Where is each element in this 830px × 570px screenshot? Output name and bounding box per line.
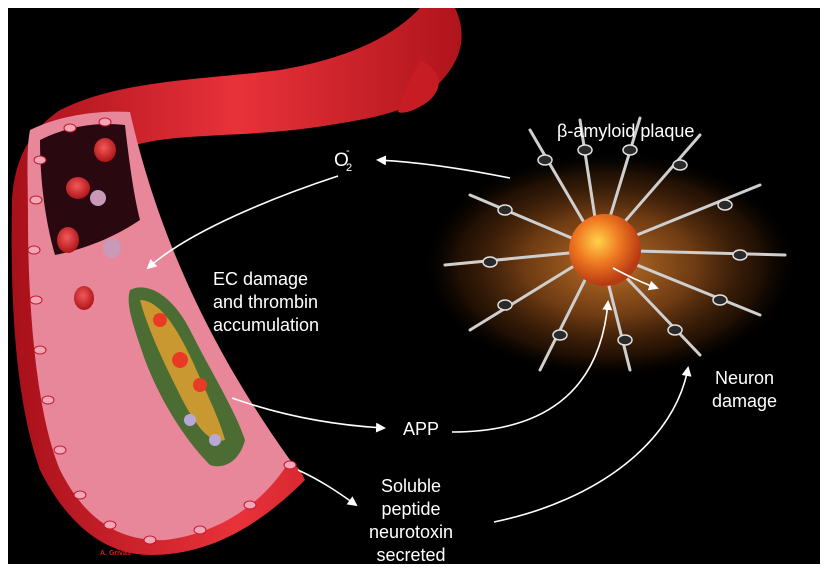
superoxide-sub: 2 — [346, 162, 352, 174]
soluble-line-4: secreted — [363, 544, 459, 567]
soluble-line-2: peptide — [363, 498, 459, 521]
soluble-line-1: Soluble — [363, 475, 459, 498]
label-superoxide: O - 2 — [334, 150, 349, 172]
ec-line-2: and thrombin — [213, 291, 319, 314]
label-ec-damage: EC damage and thrombin accumulation — [213, 268, 319, 337]
label-app: APP — [403, 418, 439, 441]
ec-line-1: EC damage — [213, 268, 319, 291]
label-soluble-peptide: Soluble peptide neurotoxin secreted — [363, 475, 459, 567]
neuron-line-1: Neuron — [712, 367, 777, 390]
artist-credit: A. Grivas — [100, 550, 131, 557]
label-beta-amyloid-plaque: β-amyloid plaque — [557, 120, 694, 143]
neuron-line-2: damage — [712, 390, 777, 413]
soluble-line-3: neurotoxin — [363, 521, 459, 544]
label-neuron-damage: Neuron damage — [712, 367, 777, 413]
ec-line-3: accumulation — [213, 314, 319, 337]
plaque-core — [569, 214, 641, 286]
superoxide-sup: - — [346, 145, 350, 157]
